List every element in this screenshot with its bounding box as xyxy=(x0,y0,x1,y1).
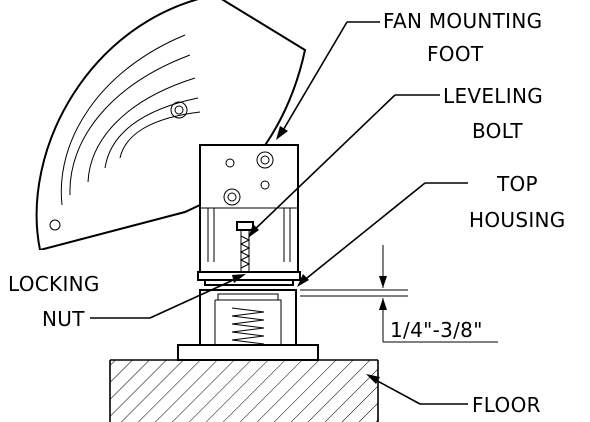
gap-dimension xyxy=(300,245,498,343)
label-fan-mounting: FAN MOUNTING xyxy=(383,9,542,33)
mounting-foot-bracket xyxy=(199,144,299,276)
leader-floor xyxy=(366,374,468,405)
label-bolt: BOLT xyxy=(472,119,523,143)
label-floor: FLOOR xyxy=(472,393,541,417)
leader-locking-nut xyxy=(90,274,246,319)
fan-housing xyxy=(35,0,307,250)
leader-fan-foot xyxy=(276,21,380,140)
spring xyxy=(231,307,265,345)
label-housing: HOUSING xyxy=(469,208,566,232)
label-nut: NUT xyxy=(42,307,85,331)
label-fan-foot: FOOT xyxy=(427,42,484,66)
locking-nut xyxy=(197,271,301,286)
label-locking: LOCKING xyxy=(8,272,100,296)
isolator-base-plate xyxy=(177,344,319,361)
floor-slab xyxy=(109,359,379,422)
label-gap: 1/4"-3/8" xyxy=(390,318,483,342)
label-top: TOP xyxy=(496,172,538,196)
label-leveling: LEVELING xyxy=(443,84,543,108)
leader-top-housing xyxy=(297,182,468,287)
leader-leveling-bolt xyxy=(248,94,440,238)
